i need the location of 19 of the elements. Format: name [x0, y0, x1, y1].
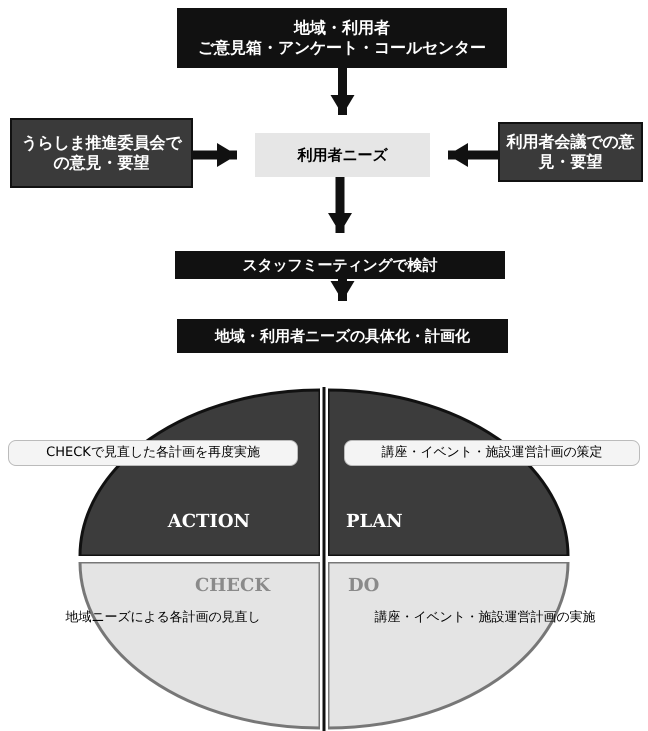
block-arrow — [448, 143, 498, 167]
phase-heading: ACTION — [168, 510, 250, 534]
text-box: うらしま推進委員会での意見・要望 — [10, 118, 193, 188]
description-text: 地域ニーズによる各計画の見直し — [64, 610, 262, 626]
text-box: 地域・利用者ニーズの具体化・計画化 — [177, 319, 508, 353]
text-box: 地域・利用者 ご意見箱・アンケート・コールセンター — [177, 8, 507, 68]
description-box: 講座・イベント・施設運営計画の策定 — [344, 440, 640, 466]
description-text: 講座・イベント・施設運営計画の実施 — [374, 610, 596, 626]
text-box: 利用者ニーズ — [255, 133, 430, 177]
block-arrow — [193, 143, 237, 167]
block-arrow — [330, 279, 354, 301]
block-arrow — [330, 68, 354, 115]
block-arrow — [328, 177, 352, 233]
description-box: CHECKで見直した各計画を再度実施 — [8, 440, 298, 466]
phase-heading: CHECK — [194, 574, 270, 598]
text-box: スタッフミーティングで検討 — [175, 251, 505, 279]
phase-heading: DO — [348, 574, 380, 598]
text-box: 利用者会議での意見・要望 — [498, 122, 643, 182]
phase-heading: PLAN — [346, 510, 403, 534]
